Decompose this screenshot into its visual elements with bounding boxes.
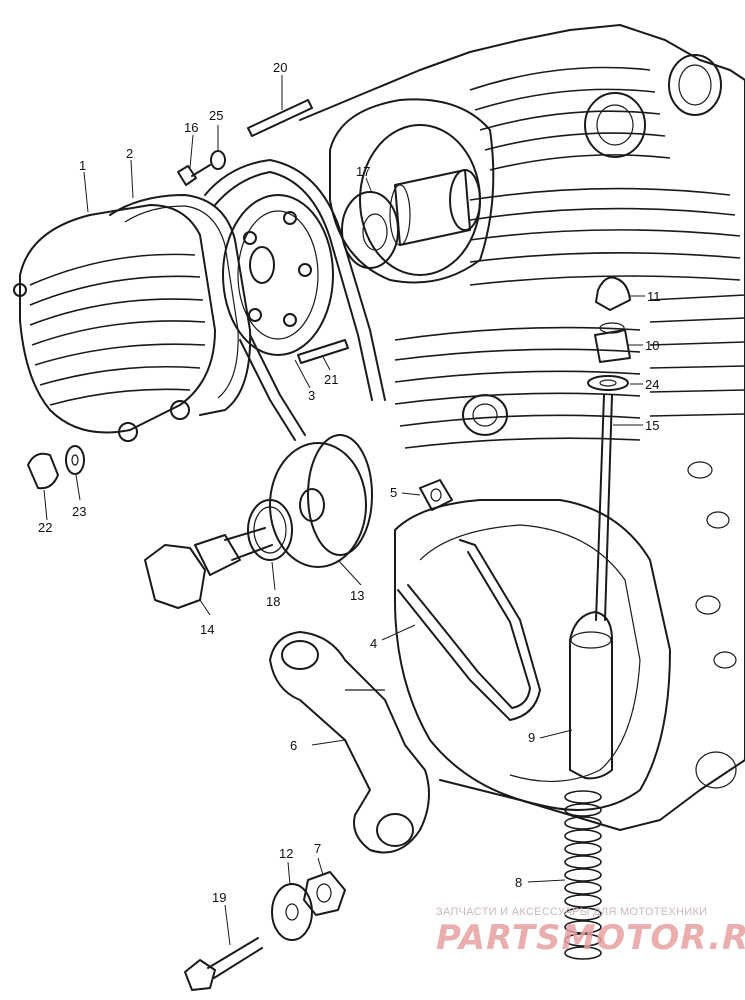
callout-15: 15 [645,418,659,433]
camshaft-sprocket-17 [341,191,399,269]
tensioner-body-9 [569,611,613,780]
cap-nut-22 [27,452,59,490]
callout-3: 3 [308,388,315,403]
callout-23: 23 [72,504,86,519]
bolt-19 [184,937,263,991]
spring-8 [564,790,602,960]
cover-gasket [109,194,252,416]
callout-2: 2 [126,146,133,161]
watermark-tagline: ЗАПЧАСТИ И АКСЕССУАРЫ ДЛЯ МОТОТЕХНИКИ [436,906,708,918]
callout-24: 24 [645,377,659,392]
callout-20: 20 [273,60,287,75]
callout-10: 10 [645,338,659,353]
cam-chain-lower [397,539,541,721]
callout-21: 21 [324,372,338,387]
callout-25: 25 [209,108,223,123]
nut-10 [594,322,631,363]
washer-12 [271,883,313,941]
engine-block [299,24,745,831]
callout-4: 4 [370,636,377,651]
callout-11: 11 [647,289,661,304]
leader-lines [43,75,645,946]
clip-5 [419,479,453,511]
callout-13: 13 [350,588,364,603]
washer-24 [587,375,629,391]
washer-25 [210,150,226,170]
callout-7: 7 [314,841,321,856]
callout-8: 8 [515,875,522,890]
cam-chain-upper [204,159,386,441]
bolt-16 [177,164,211,186]
stud-20 [247,99,313,137]
cam-cover [13,204,216,442]
callout-19: 19 [212,890,226,905]
cam-sprocket [222,194,334,356]
callout-14: 14 [200,622,214,637]
callout-5: 5 [390,485,397,500]
nut-7 [303,871,346,916]
tensioner-bolt [144,527,273,609]
callout-17: 17 [356,164,370,179]
tensioner-wheel [269,434,373,568]
gasket-ring-18 [247,499,293,561]
callout-16: 16 [184,120,198,135]
pushrod-15 [595,394,613,621]
callout-9: 9 [528,730,535,745]
callout-12: 12 [279,846,293,861]
callout-18: 18 [266,594,280,609]
washer-23 [65,445,85,475]
callout-22: 22 [38,520,52,535]
stud-21 [297,339,349,364]
watermark-brand: PARTSMOTOR.RU [436,918,745,958]
cap-11 [595,276,631,311]
callout-1: 1 [79,158,86,173]
callout-6: 6 [290,738,297,753]
callout-labels: 1 2 3 4 5 6 7 8 9 10 11 12 13 14 15 16 1… [38,60,661,905]
